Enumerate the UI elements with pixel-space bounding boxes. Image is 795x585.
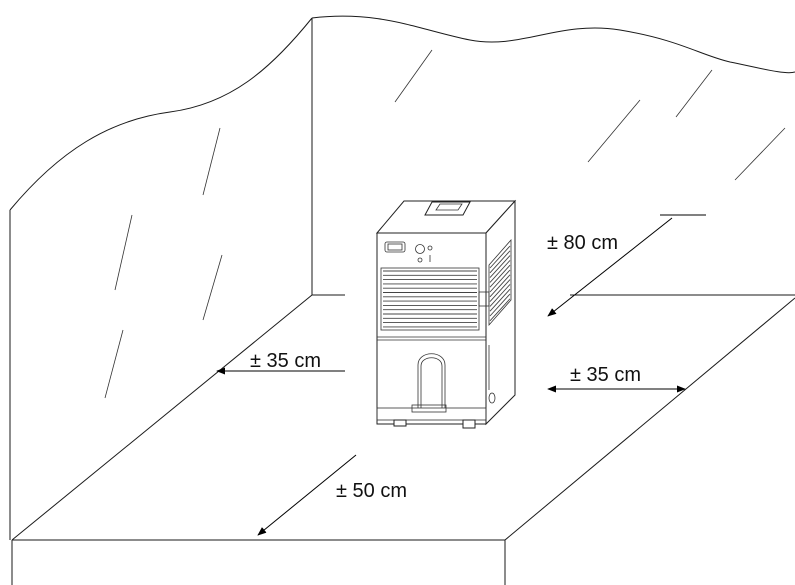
room xyxy=(9,15,795,585)
front-clearance-label: ± 50 cm xyxy=(336,480,407,502)
front-clearance-arrow xyxy=(257,454,357,536)
carry-handle xyxy=(424,201,471,216)
drain-port-icon xyxy=(488,392,496,404)
floor-right-edge xyxy=(504,297,795,541)
left-wall-top-edge xyxy=(9,17,313,211)
dimension-arrows xyxy=(216,214,706,536)
display-panel xyxy=(384,241,406,253)
floor-left-edge xyxy=(11,294,313,541)
right-clearance-label: ± 35 cm xyxy=(570,364,641,386)
side-grille xyxy=(488,238,512,327)
back-clearance-label: ± 80 cm xyxy=(547,232,618,254)
back-wall-top-edge xyxy=(311,15,795,74)
left-clearance-label: ± 35 cm xyxy=(250,350,321,372)
foot-left xyxy=(393,419,407,427)
front-grille xyxy=(380,267,480,331)
back-wall-hatching xyxy=(394,49,786,181)
power-button-icon xyxy=(415,244,425,254)
device-front xyxy=(376,232,487,425)
water-tank-window xyxy=(417,353,446,408)
foot-right xyxy=(462,419,476,429)
back-clearance-arrow xyxy=(547,217,673,317)
dehumidifier-device xyxy=(375,199,517,429)
left-wall-hatching xyxy=(104,127,223,399)
